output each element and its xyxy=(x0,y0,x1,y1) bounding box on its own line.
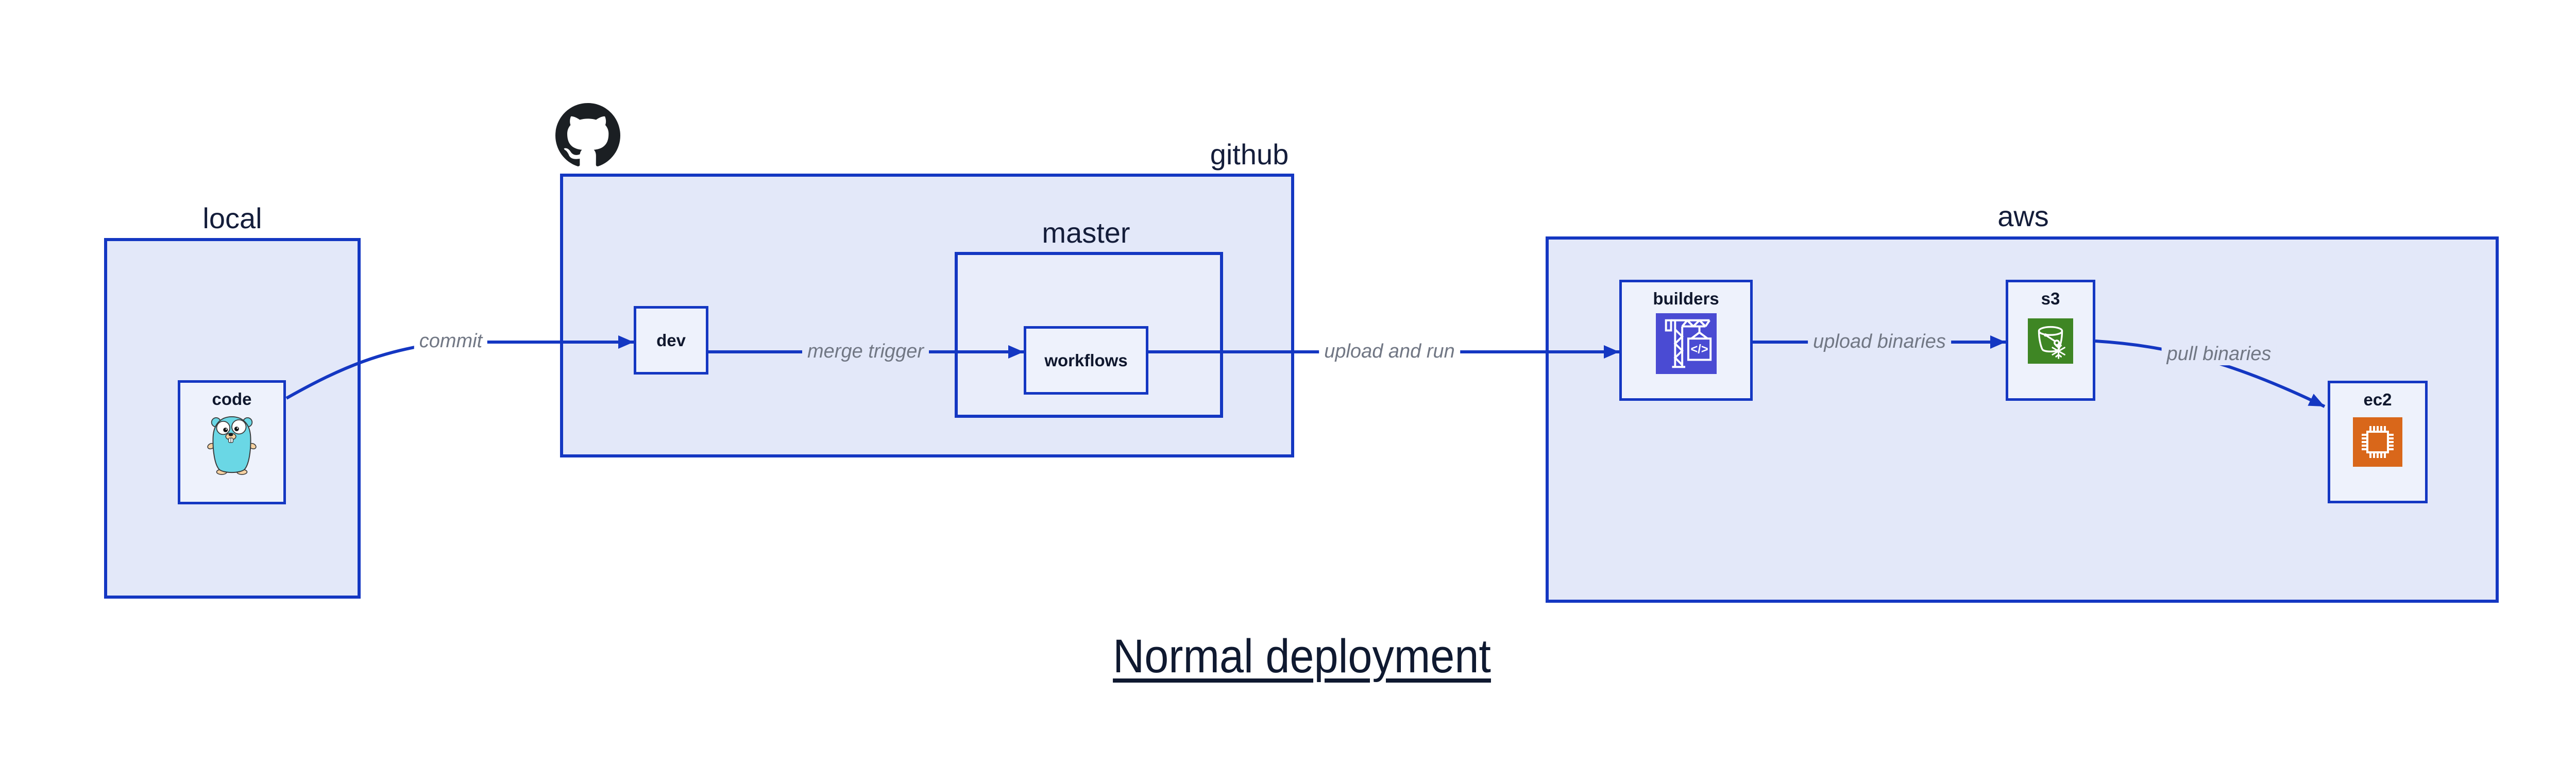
upload-binaries-edge-label: upload binaries xyxy=(1808,331,1951,353)
dev-node-box: dev xyxy=(634,306,708,375)
codebuild-crane-icon: </> xyxy=(1655,313,1717,374)
go-gopher-icon xyxy=(207,416,257,475)
s3-node-label: s3 xyxy=(2041,289,2060,308)
local-group-label: local xyxy=(202,202,262,234)
commit-edge-label: commit xyxy=(414,330,488,352)
workflows-node-box: workflows xyxy=(1024,326,1148,395)
builders-node-box: builders </> xyxy=(1619,280,1753,401)
pull-binaries-edge-label: pull binaries xyxy=(2161,343,2277,365)
builders-node-label: builders xyxy=(1653,289,1719,308)
s3-glacier-bucket-icon xyxy=(2028,318,2073,364)
github-group-label: github xyxy=(1210,138,1289,171)
ec2-node-label: ec2 xyxy=(2363,390,2392,409)
ec2-chip-icon xyxy=(2353,417,2402,467)
dev-node-label: dev xyxy=(656,330,686,350)
code-node-box: code xyxy=(178,380,286,504)
s3-node-box: s3 xyxy=(2006,280,2095,401)
svg-text:</>: </> xyxy=(1690,343,1708,356)
github-logo-icon xyxy=(555,103,620,166)
workflows-node-label: workflows xyxy=(1044,350,1128,370)
merge-trigger-edge-label: merge trigger xyxy=(802,341,929,363)
master-group-label: master xyxy=(1042,216,1130,249)
code-node-label: code xyxy=(212,389,252,409)
aws-group-label: aws xyxy=(1997,200,2049,232)
upload-and-run-edge-label: upload and run xyxy=(1319,341,1460,363)
diagram-title: Normal deployment xyxy=(1113,630,1491,683)
ec2-node-box: ec2 xyxy=(2328,381,2428,503)
